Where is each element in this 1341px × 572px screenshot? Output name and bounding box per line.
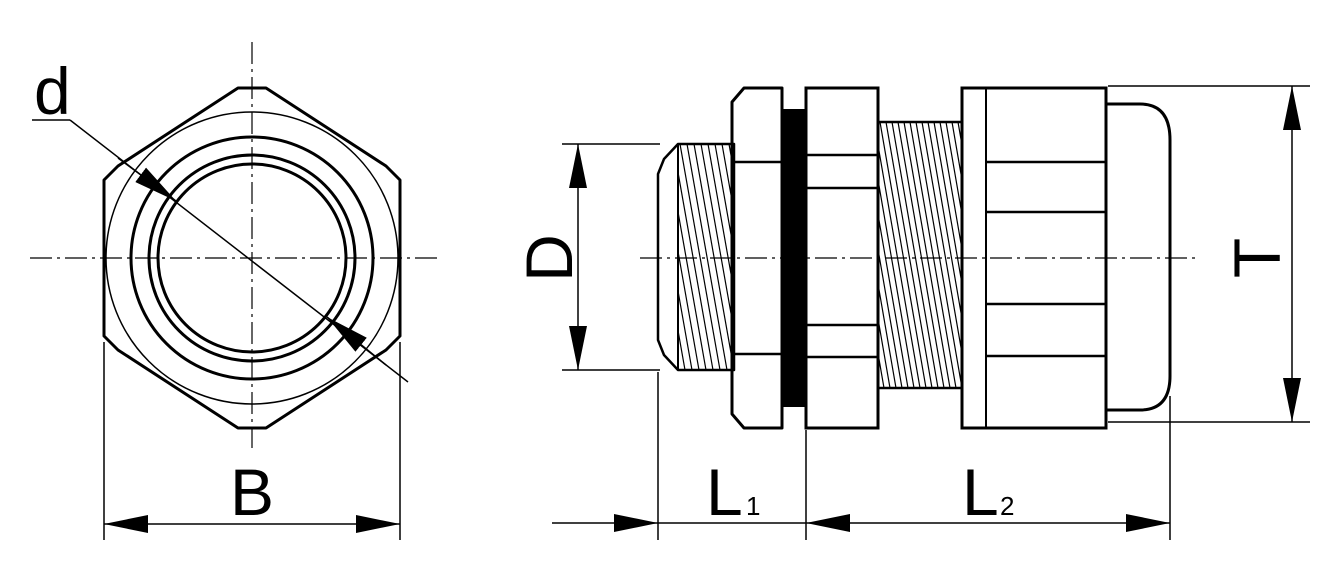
thread-hatch-line xyxy=(885,122,933,388)
thread-hatch-line xyxy=(678,327,686,370)
thread-hatch-line xyxy=(678,208,707,370)
middle-ring xyxy=(147,153,357,363)
thread-hatch-line xyxy=(878,141,921,388)
label-d: d xyxy=(34,54,71,128)
label-L2-main: L xyxy=(962,455,999,529)
outer-ring xyxy=(129,135,375,381)
thread-hatch-line xyxy=(878,280,897,388)
thread-hatch-line xyxy=(878,384,879,388)
label-T: T xyxy=(1220,238,1294,278)
seal-washer xyxy=(781,109,807,407)
hexagon-chamfer-circle xyxy=(105,111,399,405)
thread-hatch-line xyxy=(707,144,734,295)
entry-thread-body xyxy=(656,142,736,372)
label-L2-subscript: 2 xyxy=(1000,491,1014,521)
thread-hatch-line xyxy=(678,247,700,370)
side-view-gland xyxy=(552,85,1310,540)
thread-hatch-line xyxy=(939,122,962,253)
thread-hatch-line xyxy=(945,122,962,219)
thread-hatch-line xyxy=(678,287,693,370)
lock-nut xyxy=(730,86,784,430)
thread-hatch-line xyxy=(933,122,962,288)
thread-hatch-line xyxy=(927,122,962,323)
thread-hatch-line xyxy=(693,144,734,370)
thread-hatch-line xyxy=(879,122,927,388)
thread-hatch-line xyxy=(721,144,734,216)
label-D: D xyxy=(512,234,586,282)
thread-hatch-line xyxy=(878,245,903,388)
thread-hatch-line xyxy=(700,144,734,334)
thread-hatch-line xyxy=(897,122,945,388)
thread-hatch-line xyxy=(878,176,915,388)
label-B: B xyxy=(230,455,274,529)
thread-hatch-line xyxy=(915,122,962,388)
thread-hatch-line xyxy=(878,315,891,388)
label-L1-main: L xyxy=(706,455,743,529)
thread-hatch-line xyxy=(686,144,728,370)
middle-thread-lines xyxy=(878,122,962,388)
front-view-hexagon xyxy=(30,42,442,540)
entry-thread-lines xyxy=(678,144,734,370)
cap-seal-dome xyxy=(1104,100,1172,416)
thread-hatch-line xyxy=(878,211,909,388)
thread-hatch-line xyxy=(891,122,939,388)
thread-hatch-line xyxy=(951,122,962,184)
label-L1-subscript: 1 xyxy=(746,491,760,521)
thread-hatch-line xyxy=(679,144,721,370)
thread-hatch-line xyxy=(909,122,957,388)
d-arrow-upper xyxy=(117,157,177,202)
d-arrow-lower xyxy=(326,316,387,366)
body-hex xyxy=(804,86,880,430)
thread-hatch-line xyxy=(714,144,734,255)
hexagon-outline xyxy=(102,86,402,430)
thread-hatch-line xyxy=(921,122,962,357)
thread-hatch-line xyxy=(678,168,714,370)
inner-bore xyxy=(156,162,348,354)
thread-hatch-line xyxy=(903,122,951,388)
